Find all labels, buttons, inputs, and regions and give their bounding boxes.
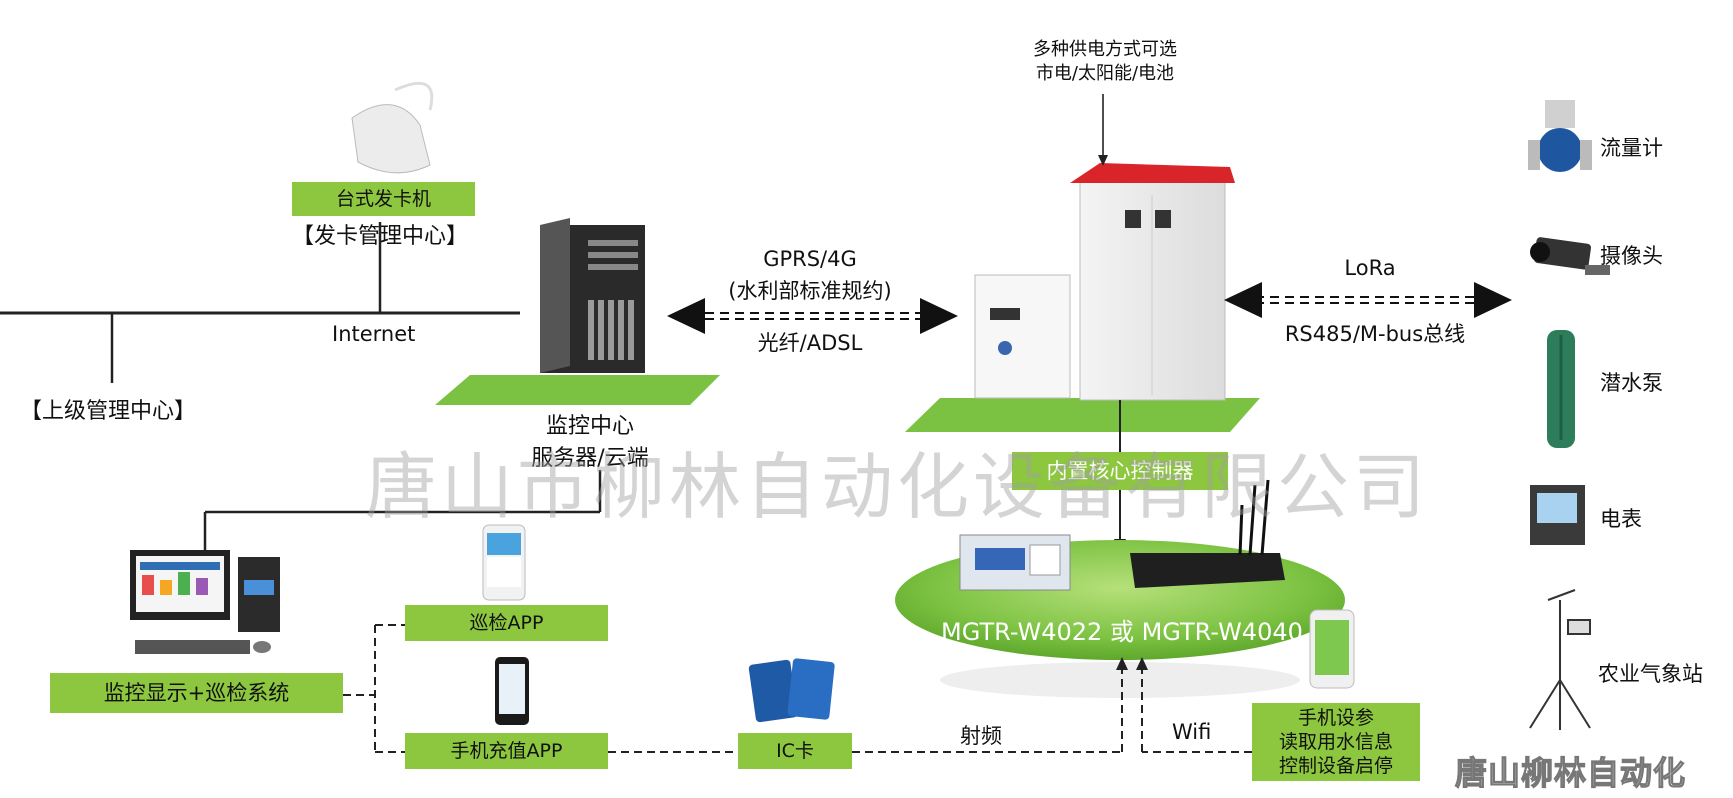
upper-center-label: 【上级管理中心】 xyxy=(20,399,197,424)
card-center-label: 【发卡管理中心】 xyxy=(292,224,469,249)
phone-config-line2: 读取用水信息 xyxy=(1278,731,1393,753)
device-label-meter: 电表 xyxy=(1600,507,1642,531)
monitor-center-subtitle: 服务器/云端 xyxy=(531,446,649,471)
phone-config-line1: 手机设参 xyxy=(1297,707,1374,729)
link-left-arrows xyxy=(667,298,958,334)
ic-card-label: IC卡 xyxy=(738,733,852,769)
internet-lines xyxy=(0,222,520,383)
patrol-phone-icon xyxy=(482,524,526,601)
ic-card-icon xyxy=(748,658,835,723)
link-left-top: GPRS/4G xyxy=(763,247,857,271)
device-label-camera: 摄像头 xyxy=(1600,244,1663,268)
config-phone-icon xyxy=(1309,609,1355,689)
flowmeter-icon xyxy=(1528,100,1592,172)
card-reader-icon xyxy=(351,81,434,174)
recharge-phone-icon xyxy=(495,657,529,725)
monitoring-system-label: 监控显示+巡检系统 xyxy=(50,673,343,713)
server-pc-line xyxy=(203,470,602,550)
recharge-app-label: 手机充值APP xyxy=(405,733,608,769)
phone-config-line3: 控制设备启停 xyxy=(1278,755,1393,777)
power-note: 多种供电方式可选 市电/太阳能/电池 xyxy=(1020,38,1190,86)
power-note-line1: 多种供电方式可选 xyxy=(1033,39,1177,60)
power-note-line2: 市电/太阳能/电池 xyxy=(1035,63,1175,84)
company-logo: 唐山柳林自动化 xyxy=(1454,753,1687,792)
controller-w4022-icon xyxy=(959,534,1071,591)
controller-w4040-icon xyxy=(1130,479,1285,588)
device-label-weather: 农业气象站 xyxy=(1598,662,1703,686)
weather-station-icon xyxy=(1529,589,1591,730)
device-label-pump: 潜水泵 xyxy=(1600,371,1663,395)
monitor-center-title: 监控中心 xyxy=(545,414,634,439)
card-issuer-label: 台式发卡机 xyxy=(292,182,475,216)
device-label-flowmeter: 流量计 xyxy=(1600,136,1663,160)
server-icon xyxy=(435,218,720,405)
internet-label: Internet xyxy=(332,322,416,346)
pump-icon xyxy=(1547,330,1575,448)
meter-icon xyxy=(1530,485,1585,545)
bottom-dashed-links xyxy=(343,624,1252,753)
patrol-app-label: 巡检APP xyxy=(405,605,608,641)
controller-models-label: MGTR-W4022 或 MGTR-W4040 xyxy=(941,618,1303,646)
camera-icon xyxy=(1530,237,1610,275)
link-right-bottom: RS485/M-bus总线 xyxy=(1284,322,1466,346)
link-left-bottom: 光纤/ADSL xyxy=(757,331,863,355)
core-controller-label: 内置核心控制器 xyxy=(1012,452,1228,490)
rf-link-label: 射频 xyxy=(960,724,1002,748)
wifi-link-label: Wifi xyxy=(1172,720,1212,744)
link-right-arrows xyxy=(1224,282,1512,318)
link-left-middle: (水利部标准规约) xyxy=(728,279,892,303)
link-right-top: LoRa xyxy=(1344,256,1396,280)
workstation-icon xyxy=(130,550,280,654)
company-watermark: 唐山市柳林自动化设备有限公司 xyxy=(365,445,1430,529)
phone-config-box: 手机设参 读取用水信息 控制设备启停 xyxy=(1252,703,1420,781)
control-cabinet-icon xyxy=(905,163,1260,432)
